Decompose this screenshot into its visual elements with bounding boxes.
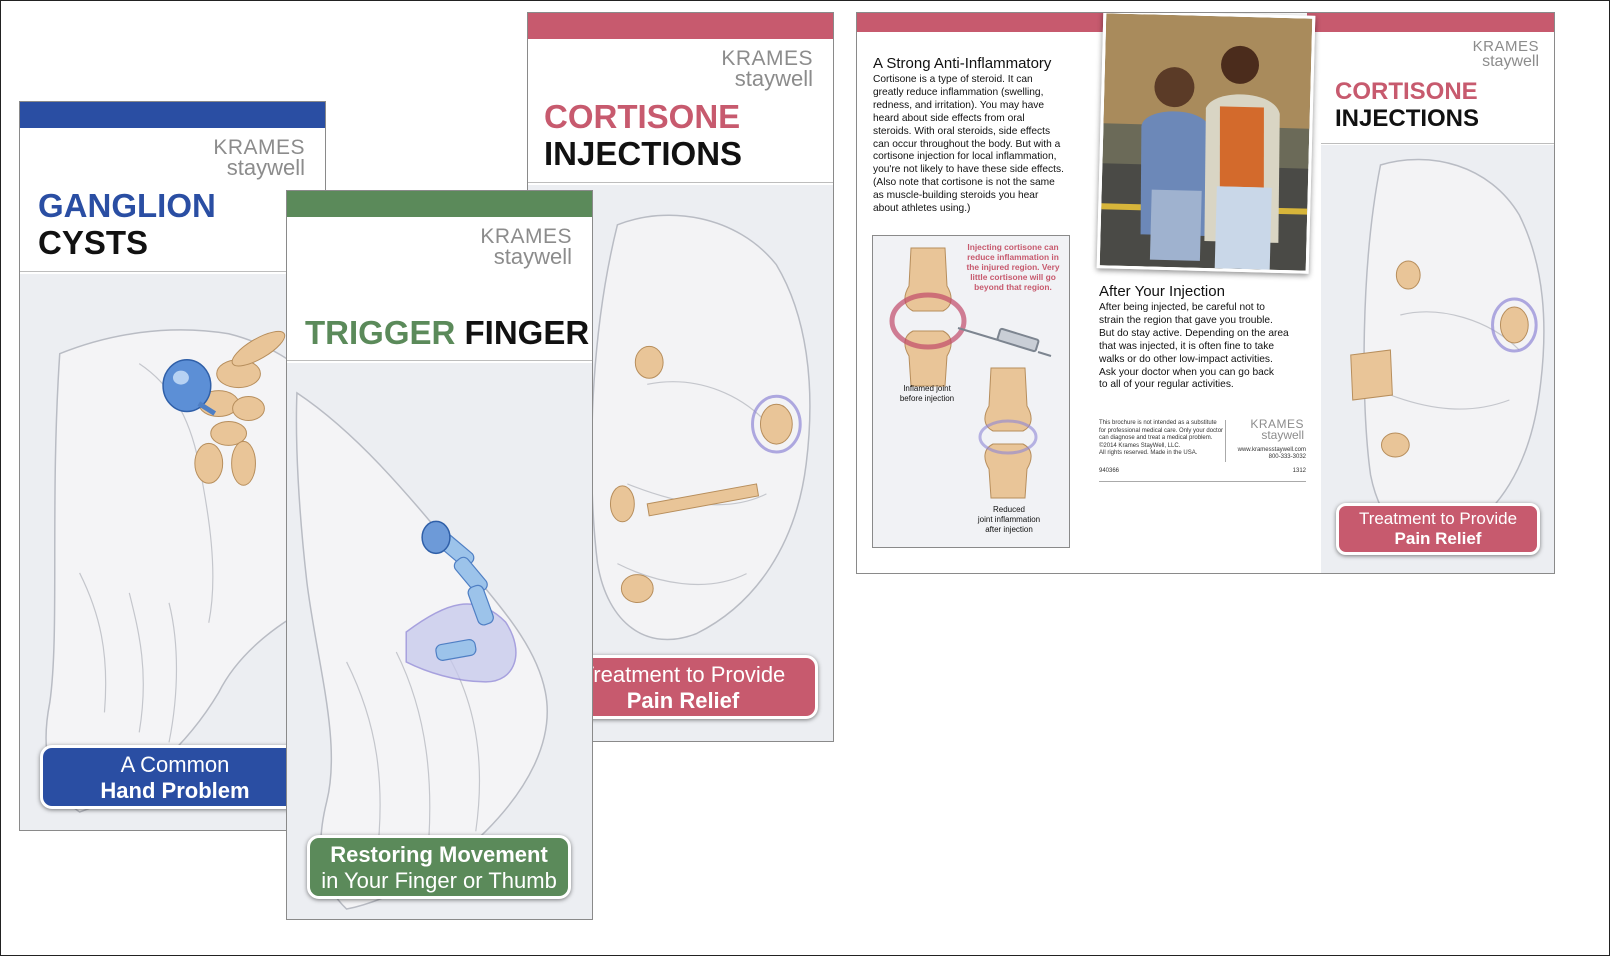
item-code-right: 1312	[1292, 468, 1306, 474]
krames-staywell-logo-small: KRAMES staywell	[1250, 417, 1304, 443]
title-line-2: CYSTS	[38, 223, 149, 261]
subtitle-badge: A Common Hand Problem	[40, 745, 310, 809]
section-body-after-injection: After being injected, be careful not to …	[1099, 302, 1289, 391]
brochure-title: GANGLION CYSTS	[38, 187, 216, 262]
cover-divider	[1321, 143, 1554, 144]
section-heading-after-injection: After Your Injection	[1099, 283, 1225, 300]
krames-staywell-logo-cover: KRAMES staywell	[1472, 38, 1539, 71]
title-line-2: INJECTIONS	[544, 134, 743, 172]
footer-divider-vertical	[1225, 420, 1226, 462]
header-band-left	[857, 13, 1109, 32]
title-word-1: TRIGGER	[305, 314, 456, 351]
finger-illustration	[287, 363, 592, 919]
brochure-trigger-finger: KRAMES staywell TRIGGER FINGER Restoring…	[286, 190, 593, 920]
section-body-anti-inflammatory: Cortisone is a type of steroid. It can g…	[873, 74, 1064, 215]
footer-rule	[1099, 481, 1306, 482]
title-word-2: FINGER	[464, 314, 590, 351]
header-band	[287, 191, 592, 217]
divider	[528, 182, 833, 183]
divider	[287, 360, 592, 361]
caption-before: Inflamed joint before injection	[899, 384, 955, 403]
couple-walking-photo	[1096, 13, 1316, 274]
cover-title-line-1: CORTISONE	[1335, 78, 1478, 105]
header-band	[528, 13, 833, 39]
disclaimer-text: This brochure is not intended as a subst…	[1099, 420, 1224, 456]
header-band	[20, 102, 325, 128]
joint-injection-diagram: Injecting cortisone can reduce inflammat…	[872, 235, 1070, 548]
brochure-title: CORTISONE INJECTIONS	[544, 98, 743, 173]
callout-text: Injecting cortisone can reduce inflammat…	[966, 242, 1060, 292]
krames-staywell-logo: KRAMES staywell	[480, 225, 572, 269]
subtitle-badge: Treatment to Provide Pain Relief	[548, 655, 818, 719]
cortisone-open-spread: A Strong Anti-Inflammatory Cortisone is …	[856, 12, 1555, 574]
subtitle-badge: Restoring Movement in Your Finger or Thu…	[307, 835, 571, 899]
krames-staywell-logo: KRAMES staywell	[721, 47, 813, 91]
section-heading-anti-inflammatory: A Strong Anti-Inflammatory	[873, 55, 1052, 72]
cover-subtitle-badge: Treatment to Provide Pain Relief	[1336, 503, 1540, 555]
caption-after: Reduced joint inflammation after injecti…	[977, 505, 1041, 534]
website-text: www.kramesstaywell.com	[1237, 447, 1306, 453]
item-code-left: 940366	[1099, 468, 1120, 474]
cover-figure-illustration	[1321, 145, 1554, 573]
brochure-title: TRIGGER FINGER	[305, 314, 590, 352]
cover-title: CORTISONE INJECTIONS	[1335, 78, 1480, 133]
phone-text: 800-333-3032	[1268, 454, 1306, 460]
hand-illustration	[20, 274, 325, 830]
divider	[20, 271, 325, 272]
title-line-1: CORTISONE	[544, 98, 741, 135]
cover-title-line-2: INJECTIONS	[1335, 104, 1480, 132]
header-band-right	[1307, 13, 1554, 32]
krames-staywell-logo: KRAMES staywell	[213, 136, 305, 180]
title-line-1: GANGLION	[38, 187, 216, 224]
brochure-ganglion-cysts: KRAMES staywell GANGLION CYSTS	[19, 101, 326, 831]
